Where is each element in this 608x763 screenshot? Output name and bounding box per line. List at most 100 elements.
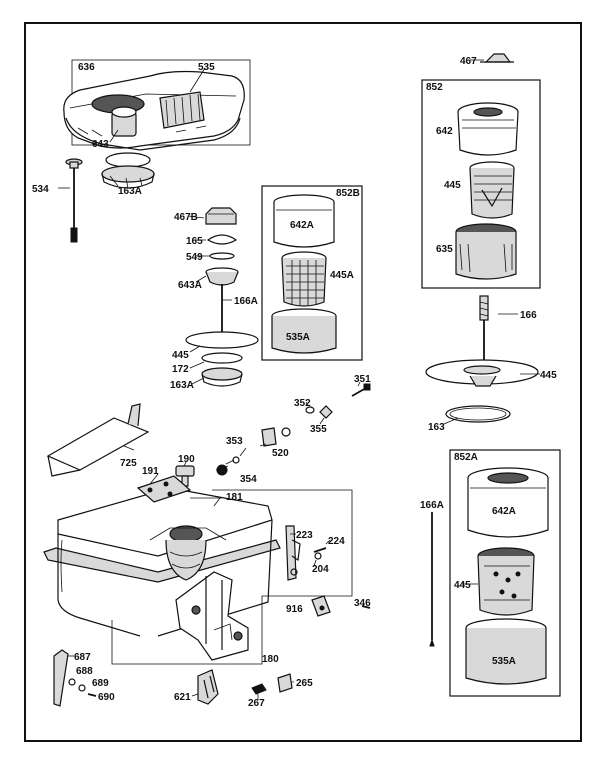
callout-690: 690 bbox=[98, 692, 115, 703]
base-163A bbox=[101, 165, 155, 183]
element-535A bbox=[271, 316, 337, 354]
spring-224 bbox=[313, 547, 327, 553]
callout-165: 165 bbox=[186, 236, 203, 247]
callout-643: 643 bbox=[92, 139, 109, 150]
screw-346 bbox=[361, 605, 371, 609]
bracket-725 bbox=[46, 417, 150, 471]
callout-520: 520 bbox=[272, 448, 289, 459]
callout-172: 172 bbox=[172, 364, 189, 375]
group-box-852B bbox=[261, 185, 363, 361]
diagram-border bbox=[24, 22, 582, 742]
callout-267: 267 bbox=[248, 698, 265, 709]
callout-352: 352 bbox=[294, 398, 311, 409]
clip-165 bbox=[206, 234, 238, 245]
callout-535: 535 bbox=[198, 62, 215, 73]
callout-725: 725 bbox=[120, 458, 137, 469]
gasket-172 bbox=[201, 352, 243, 364]
callout-642: 642 bbox=[436, 126, 453, 137]
callout-224: 224 bbox=[328, 536, 345, 547]
cover-642A-b bbox=[467, 478, 549, 538]
switch-916-group bbox=[311, 595, 371, 617]
knob-354 bbox=[216, 464, 228, 476]
callout-166: 166 bbox=[520, 310, 537, 321]
callout-166A-b: 166A bbox=[420, 500, 444, 511]
cover-body bbox=[63, 70, 245, 149]
lever-687-group bbox=[53, 649, 97, 707]
bracket-621 bbox=[197, 669, 219, 705]
callout-445: 445 bbox=[444, 180, 461, 191]
callout-642A-b: 642A bbox=[492, 506, 516, 517]
callout-643A: 643A bbox=[178, 280, 202, 291]
callout-346: 346 bbox=[354, 598, 371, 609]
knob-467B bbox=[205, 207, 237, 225]
nut-467 bbox=[484, 53, 512, 63]
callout-204: 204 bbox=[312, 564, 329, 575]
air-cleaner-852B-assembly bbox=[261, 185, 363, 361]
element-635 bbox=[455, 232, 517, 280]
callout-642A: 642A bbox=[290, 220, 314, 231]
callout-689: 689 bbox=[92, 678, 109, 689]
tank-flange bbox=[43, 539, 281, 583]
screw-267 bbox=[251, 683, 267, 695]
link-223 bbox=[285, 525, 297, 581]
air-cleaner-852-assembly bbox=[421, 53, 541, 425]
bracket-725-group bbox=[46, 403, 150, 477]
precleaner-445-b bbox=[477, 555, 535, 616]
callout-852A: 852A bbox=[454, 452, 478, 463]
base-163A bbox=[201, 367, 243, 381]
callout-445-mid: 445 bbox=[172, 350, 189, 361]
callout-445A: 445A bbox=[330, 270, 354, 281]
callout-535A: 535A bbox=[286, 332, 310, 343]
washer-688 bbox=[68, 678, 76, 686]
callout-180: 180 bbox=[262, 654, 279, 665]
group-box-852 bbox=[421, 79, 541, 289]
governor-link-group bbox=[285, 525, 331, 581]
screw-353 bbox=[232, 456, 240, 464]
callout-223: 223 bbox=[296, 530, 313, 541]
callout-445-b: 445 bbox=[454, 580, 471, 591]
bracket-520 bbox=[261, 427, 277, 447]
callout-354: 354 bbox=[240, 474, 257, 485]
lever-687 bbox=[53, 649, 69, 707]
gasket-643 bbox=[105, 152, 151, 168]
callout-688: 688 bbox=[76, 666, 93, 677]
callout-534: 534 bbox=[32, 184, 49, 195]
washer-204 bbox=[314, 552, 322, 560]
washer-352 bbox=[305, 406, 315, 414]
callout-445-right: 445 bbox=[540, 370, 557, 381]
callout-163A-mid: 163A bbox=[170, 380, 194, 391]
callout-355: 355 bbox=[310, 424, 327, 435]
plate-191 bbox=[136, 475, 192, 503]
element-535A-b bbox=[465, 628, 547, 685]
callout-852: 852 bbox=[426, 82, 443, 93]
callout-190: 190 bbox=[178, 454, 195, 465]
seal-643A bbox=[205, 271, 239, 286]
air-cleaner-cover-assembly bbox=[58, 59, 251, 243]
screw-690 bbox=[87, 693, 97, 697]
callout-166A: 166A bbox=[234, 296, 258, 307]
fuel-cap-190 bbox=[175, 465, 195, 477]
callout-163: 163 bbox=[428, 422, 445, 433]
gasket-163 bbox=[445, 405, 511, 423]
callout-467: 467 bbox=[460, 56, 477, 67]
washer-549 bbox=[209, 252, 235, 260]
clip-265 bbox=[277, 673, 293, 693]
lower-parts-group bbox=[191, 669, 294, 705]
air-cleaner-small-parts bbox=[185, 207, 259, 387]
callout-687: 687 bbox=[74, 652, 91, 663]
callout-467B: 467B bbox=[174, 212, 198, 223]
air-cleaner-852A-assembly bbox=[429, 449, 561, 697]
callout-635: 635 bbox=[436, 244, 453, 255]
cover-642A bbox=[273, 202, 335, 248]
nut-355 bbox=[319, 405, 333, 419]
element-535 bbox=[159, 91, 205, 129]
group-box-852A bbox=[449, 449, 561, 697]
group-box-180 bbox=[111, 489, 353, 665]
spring-689 bbox=[78, 684, 86, 692]
callout-549: 549 bbox=[186, 252, 203, 263]
callout-916: 916 bbox=[286, 604, 303, 615]
callout-535A-b: 535A bbox=[492, 656, 516, 667]
control-bracket bbox=[175, 571, 249, 661]
callout-353: 353 bbox=[226, 436, 243, 447]
